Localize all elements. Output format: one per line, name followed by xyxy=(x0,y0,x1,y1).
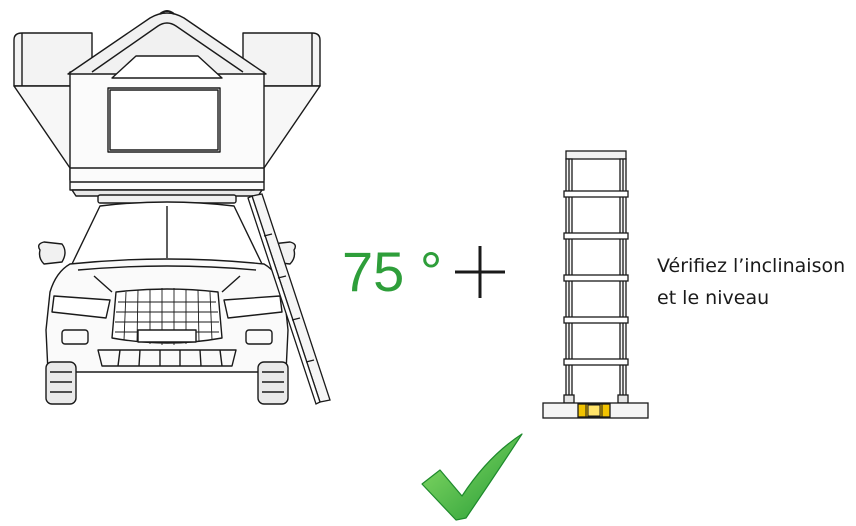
check-instruction: Vérifiez l’inclinaison et le niveau xyxy=(657,250,852,314)
checkmark-icon xyxy=(421,433,523,521)
car-icon xyxy=(37,194,297,405)
roof-tent-icon xyxy=(13,10,321,197)
leaning-ladder-icon xyxy=(247,193,331,405)
spirit-level-icon xyxy=(542,402,649,419)
plus-icon xyxy=(455,246,505,298)
ladder-icon xyxy=(563,150,629,404)
check-instruction-line-1: Vérifiez l’inclinaison xyxy=(657,255,846,277)
angle-label: 75 ° xyxy=(342,240,443,303)
check-instruction-line-2: et le niveau xyxy=(657,287,770,309)
